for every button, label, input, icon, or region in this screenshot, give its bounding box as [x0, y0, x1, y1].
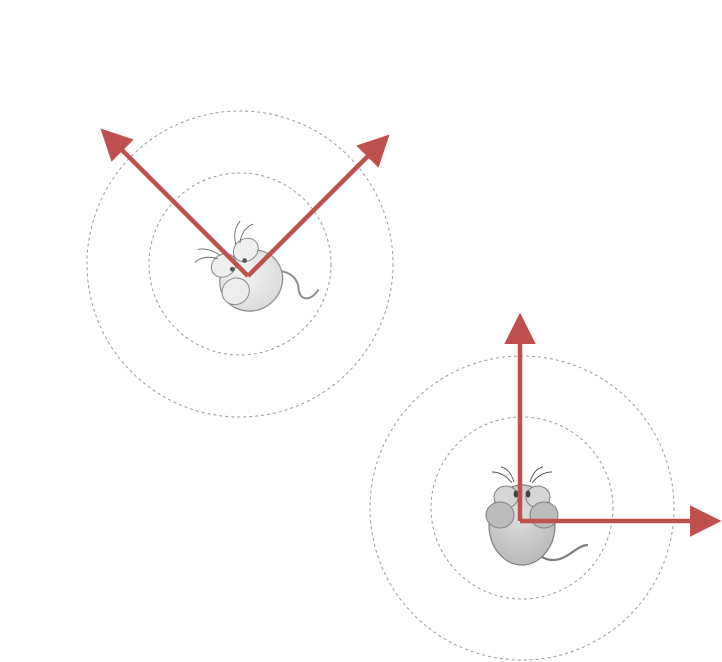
mouse-cheek-left-icon	[485, 501, 515, 529]
arrows-bottom-right	[504, 312, 722, 537]
mouse-bottom-right	[485, 466, 589, 566]
mouse-whiskers-icon	[491, 466, 553, 484]
arrow-up-left-icon	[100, 128, 250, 278]
mouse-cheek-icon	[221, 277, 250, 306]
mouse-whiskers-icon	[194, 220, 254, 263]
mouse-eye-right-icon	[242, 258, 248, 263]
mouse-eye-right-icon	[525, 490, 531, 498]
mouse-eye-left-icon	[229, 266, 235, 272]
field-top-left	[86, 110, 394, 418]
arrows-top-left	[100, 128, 390, 278]
mouse-eye-left-icon	[513, 490, 519, 498]
outer-ring-top-left	[86, 110, 394, 418]
inner-ring-top-left	[148, 172, 332, 356]
arrow-up-right-icon	[246, 134, 390, 278]
mouse-ear-right-icon	[232, 237, 259, 263]
mouse-cheek-right-icon	[529, 501, 559, 529]
